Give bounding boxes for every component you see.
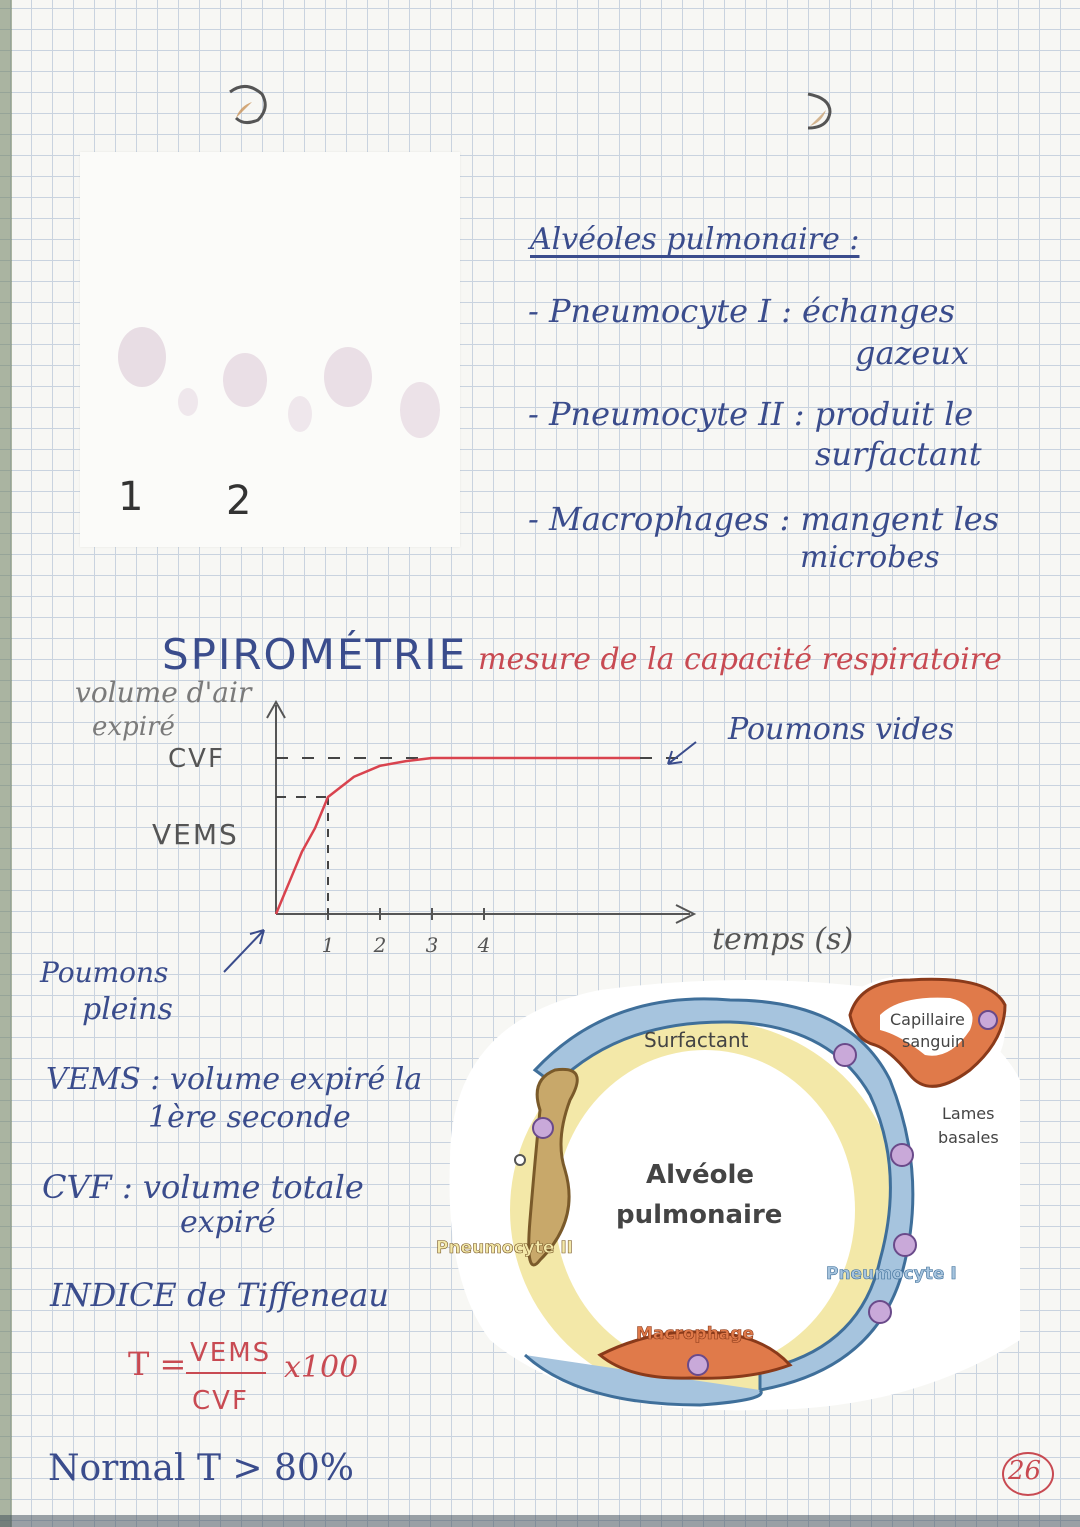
pneumo2-line1: - Pneumocyte II : produit le	[528, 395, 974, 433]
x-tick-label: 3	[426, 933, 439, 957]
formula-denominator: CVF	[192, 1386, 249, 1416]
page-number-circle	[1002, 1452, 1054, 1496]
label-surfactant: Surfactant	[644, 1028, 749, 1052]
image-label-1: 1	[118, 474, 144, 520]
formula-numerator: VEMS	[190, 1338, 272, 1368]
formula-suffix: x100	[284, 1350, 359, 1385]
page-number: 26	[1008, 1456, 1042, 1486]
image-label-2: 2	[226, 478, 252, 524]
label-pneumocyte-2: Pneumocyte II	[436, 1238, 574, 1259]
normal-value: Normal T > 80%	[48, 1448, 355, 1489]
x-tick-label: 4	[477, 933, 491, 957]
pneumo1-line2: gazeux	[855, 334, 970, 372]
vems-tick-label: VEMS	[152, 818, 239, 851]
ylabel-line2: expiré	[92, 712, 175, 742]
vems-def-line2: 1ère seconde	[148, 1100, 351, 1135]
xlabel: temps (s)	[712, 922, 854, 957]
pneumo2-line2: surfactant	[815, 435, 982, 473]
label-capillaire-1: Capillaire	[890, 1010, 965, 1029]
full-lungs-arrow	[223, 929, 265, 973]
macro-line2: microbes	[800, 540, 940, 575]
label-pneumocyte-1: Pneumocyte I	[826, 1264, 957, 1285]
binder-hole-right	[807, 92, 832, 130]
macro-line1: - Macrophages : mangent les	[528, 500, 1000, 538]
spirometry-curve	[274, 756, 640, 915]
x-tick-label: 1	[322, 933, 335, 957]
diagram-title-2: pulmonaire	[616, 1200, 783, 1230]
empty-lungs-arrow	[667, 741, 697, 765]
alveoles-title: Alvéoles pulmonaire :	[530, 222, 860, 257]
spiro-title: SPIROMÉTRIE	[162, 630, 468, 679]
label-capillaire-2: sanguin	[902, 1032, 966, 1051]
cvf-def-line2: expiré	[180, 1205, 276, 1240]
alveole-illustration	[449, 974, 1020, 1411]
formula-prefix: T =	[128, 1345, 187, 1383]
cvf-def-line1: CVF : volume totale	[42, 1168, 364, 1206]
x-tick-label: 2	[373, 933, 387, 957]
pneumo1-line1: - Pneumocyte I : échanges	[528, 292, 956, 330]
empty-lungs-label: Poumons vides	[728, 712, 955, 747]
binder-hole-left	[229, 85, 267, 125]
spirometry-chart: 1 2 3 4	[223, 699, 697, 973]
alveole-diagram: Surfactant Capillaire sanguin Lames basa…	[430, 960, 1030, 1420]
page-edge-bottom	[0, 1515, 1080, 1527]
label-macrophage: Macrophage	[636, 1324, 755, 1345]
label-lames-2: basales	[938, 1128, 999, 1147]
full-lungs-line1: Poumons	[40, 956, 169, 989]
cvf-tick-label: CVF	[168, 744, 225, 774]
page-edge	[0, 0, 12, 1527]
y-axis-arrow	[266, 699, 286, 719]
fraction-bar	[186, 1372, 266, 1374]
faded-cells-figure	[118, 327, 440, 438]
pasted-image: 1 2	[80, 152, 460, 547]
spiro-subtitle: mesure de la capacité respiratoire	[478, 642, 1002, 677]
full-lungs-line2: pleins	[82, 992, 173, 1027]
tiffeneau-title: INDICE de Tiffeneau	[50, 1276, 389, 1314]
diagram-title-1: Alvéole	[646, 1160, 755, 1190]
label-lames-1: Lames	[942, 1104, 995, 1123]
ylabel-line1: volume d'air	[75, 676, 252, 709]
x-axis-arrow	[675, 904, 697, 924]
vems-def-line1: VEMS : volume expiré la	[46, 1062, 423, 1097]
